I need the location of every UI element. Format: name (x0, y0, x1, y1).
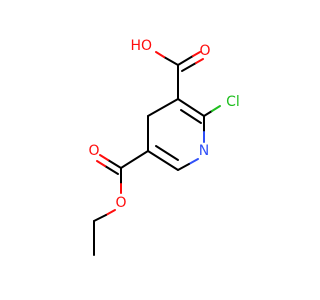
atom-label-ring-nitrogen: N (199, 143, 209, 159)
atom-label-oxygen-carbonyl-acid: O (199, 43, 210, 59)
bond-cacid-o-double-b (181, 62, 197, 72)
bond-o-ch2 (93, 214, 107, 222)
bond-c2-cl (203, 110, 213, 117)
bond-cester-o-double-a (107, 159, 122, 169)
bond-cester-o-double-b (104, 165, 119, 175)
atom-label-chlorine: Cl (226, 94, 240, 110)
bond-cester-o-double-b-color (96, 160, 106, 167)
ring-bond-c3-c2 (177, 98, 205, 117)
bond-cacid-oh (163, 56, 179, 66)
ring-bond-c6-c5-inner (155, 145, 179, 161)
bond-cacid-o-double-b-color (195, 58, 204, 64)
ring-bond-c4-c3 (147, 98, 179, 117)
bond-cacid-o-double-a (177, 55, 194, 66)
bond-c2-cl-color (211, 105, 221, 112)
bond-cester-o-double-a-color (99, 154, 109, 161)
bond-c5-cester (120, 150, 149, 169)
ring-bond-c3-c2-inner (180, 109, 202, 124)
bond-cacid-oh-color (155, 51, 165, 58)
structure-diagram: HO O Cl N O O (88, 38, 240, 256)
atom-label-hydroxyl: HO (130, 38, 152, 54)
ring-bond-c6-c5 (147, 150, 179, 171)
bond-o-ch2-color (105, 209, 116, 216)
atom-label-oxygen-ester: O (115, 195, 126, 211)
bond-cacid-o-double-a-color (192, 51, 201, 57)
ring-bond-n-c6-color (188, 158, 199, 165)
ring-bond-n-c6 (177, 163, 190, 171)
atom-label-oxygen-carbonyl-ester: O (88, 143, 99, 159)
